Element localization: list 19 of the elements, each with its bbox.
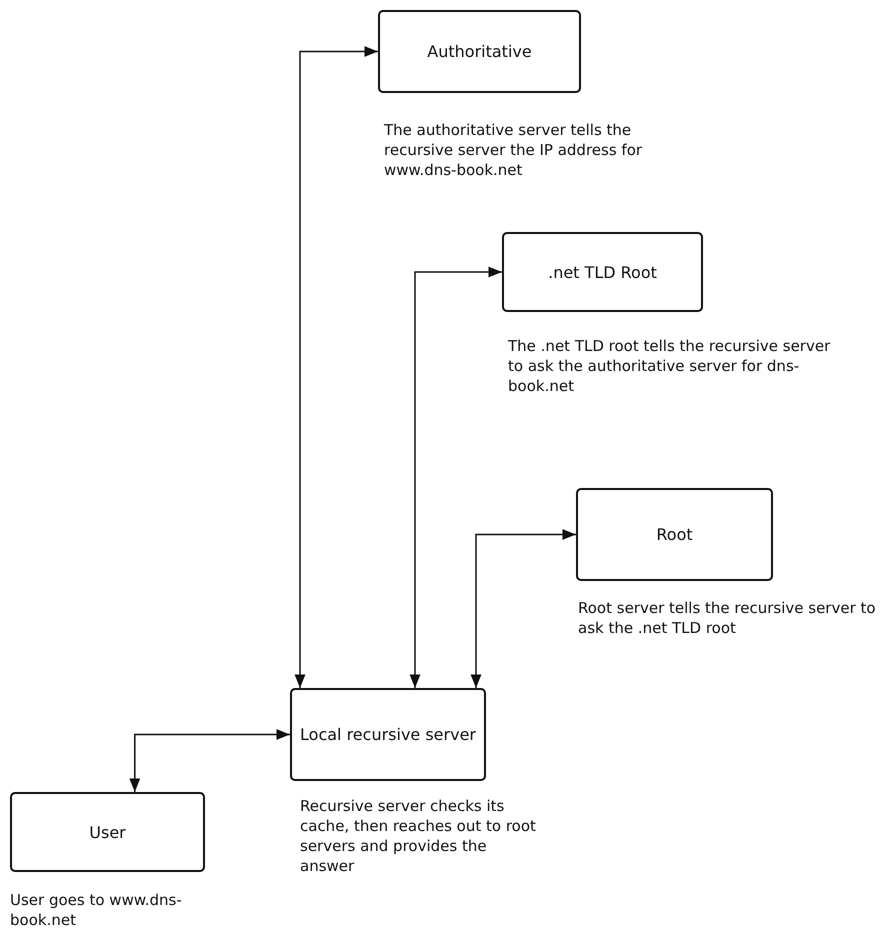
node-label: Authoritative	[427, 42, 532, 61]
description-text: The .net TLD root tells the recursive server to ask the authoritative server for dns-book.net	[508, 336, 832, 396]
node-label: Local recursive server	[300, 725, 476, 744]
arrow	[470, 529, 576, 688]
server-box	[10, 792, 205, 872]
server-box	[502, 232, 703, 312]
node-label: User	[89, 822, 126, 842]
description-text: Recursive server checks its cache, then reaches out to root servers and provides the answer	[300, 796, 537, 876]
server-box	[290, 688, 486, 781]
description-text: Root server tells the recursive server to ask the .net TLD root	[578, 598, 877, 638]
description-text: User goes to www.dns-book.net	[10, 890, 183, 930]
server-box	[378, 10, 581, 93]
arrow	[129, 729, 290, 792]
arrow	[410, 266, 502, 688]
node-label: Root	[656, 525, 693, 544]
description-text: The authoritative server tells the recursive server the IP address for www.dns-book.net	[384, 120, 644, 180]
arrow	[294, 46, 378, 688]
server-box	[576, 488, 773, 581]
node-label: .net TLD Root	[548, 262, 657, 282]
